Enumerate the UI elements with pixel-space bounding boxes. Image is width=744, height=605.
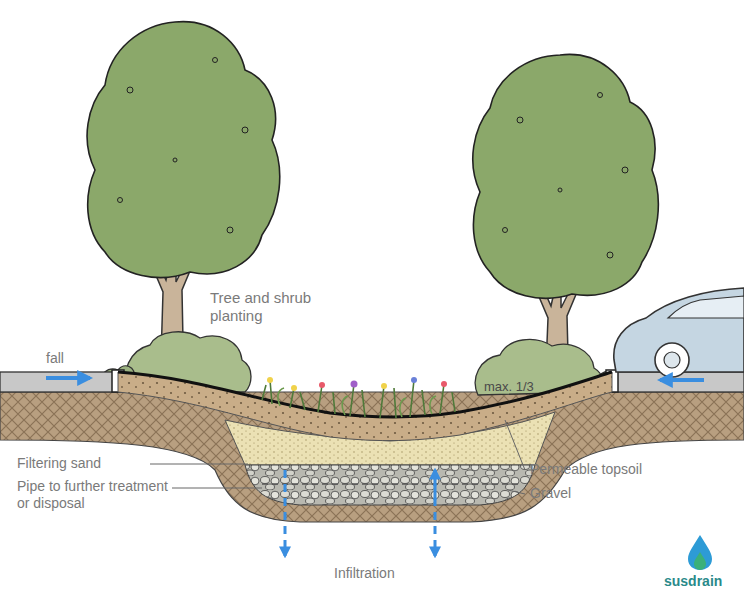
slope-note-box: max. 1/3 <box>484 379 534 395</box>
flower-planting <box>262 380 455 418</box>
leader-line <box>172 488 262 489</box>
flower-planting <box>262 380 455 418</box>
slope-note: max. 1/3 <box>484 379 534 394</box>
leader-line <box>505 420 525 470</box>
infiltration-arrow <box>434 470 437 500</box>
flower-heads <box>441 381 447 387</box>
tree-canopy <box>87 22 280 278</box>
logo-drop <box>688 535 712 570</box>
layer-label: Filtering sand <box>17 455 101 471</box>
topsoil <box>118 372 612 441</box>
infiltration-label-box: Infiltration <box>334 565 395 582</box>
gravel-layer <box>245 465 535 505</box>
layer-label-box: Permeable topsoil <box>530 461 642 478</box>
planting-label: Tree and shrub planting <box>210 289 311 324</box>
flower-planting <box>278 388 436 417</box>
flow-arrow <box>46 378 704 380</box>
gravel-layer <box>262 483 520 485</box>
canopy-detail <box>598 93 603 98</box>
leader-line <box>508 490 525 494</box>
canopy-detail <box>213 58 218 63</box>
logo-drop <box>688 535 712 570</box>
flower-heads <box>411 377 417 383</box>
flower-heads <box>351 381 358 388</box>
layer-label-box: Gravel <box>530 485 571 502</box>
subsoil <box>0 392 744 522</box>
logo-drop <box>694 552 706 570</box>
logo-text: susdrain <box>664 573 722 589</box>
infiltration-label: Infiltration <box>334 565 395 581</box>
pavement <box>0 370 744 392</box>
canopy-detail <box>622 167 628 173</box>
pipe-label: Pipe to further treatment or disposal <box>17 478 168 511</box>
car <box>664 352 680 368</box>
canopy-detail <box>607 252 613 258</box>
car <box>614 288 744 377</box>
subsoil <box>0 392 744 522</box>
canopy-detail <box>173 158 177 162</box>
topsoil <box>118 372 612 441</box>
pavement <box>0 372 120 392</box>
layer-label-box: Filtering sand <box>17 455 101 472</box>
leader-line <box>150 420 525 494</box>
canopy-detail <box>558 188 562 192</box>
canopy-detail <box>503 228 508 233</box>
car <box>655 343 689 377</box>
infiltration-arrow <box>434 470 437 556</box>
flower-heads <box>319 382 325 388</box>
layer-label: Permeable topsoil <box>530 461 642 477</box>
leader-line <box>150 464 248 465</box>
canopy-detail <box>118 58 629 259</box>
pipe-label-box: Pipe to further treatment or disposal <box>17 478 169 512</box>
car <box>614 288 744 372</box>
flower-heads <box>267 377 447 391</box>
car <box>668 296 744 318</box>
canopy-detail <box>227 227 233 233</box>
canopy-detail <box>118 198 123 203</box>
flow-arrow <box>660 378 704 382</box>
canopy-detail <box>517 117 523 123</box>
canopy-detail <box>242 127 248 133</box>
infiltration-arrow <box>284 470 287 556</box>
tree-canopy <box>87 22 658 299</box>
flow-label: fall <box>46 350 64 366</box>
logo-text-box: susdrain <box>664 573 722 590</box>
tree-canopy <box>473 54 659 298</box>
canopy-detail <box>127 87 133 93</box>
topsoil <box>118 372 612 417</box>
flower-heads <box>267 377 273 383</box>
flower-heads <box>291 385 297 391</box>
planting-label-box: Tree and shrub planting <box>210 289 345 325</box>
flow-arrow <box>46 376 90 380</box>
infiltration-arrow <box>285 470 435 556</box>
flow-label-box: fall <box>46 350 64 367</box>
layer-label: Gravel <box>530 485 571 501</box>
flower-heads <box>381 383 387 389</box>
gravel-layer <box>245 465 535 505</box>
